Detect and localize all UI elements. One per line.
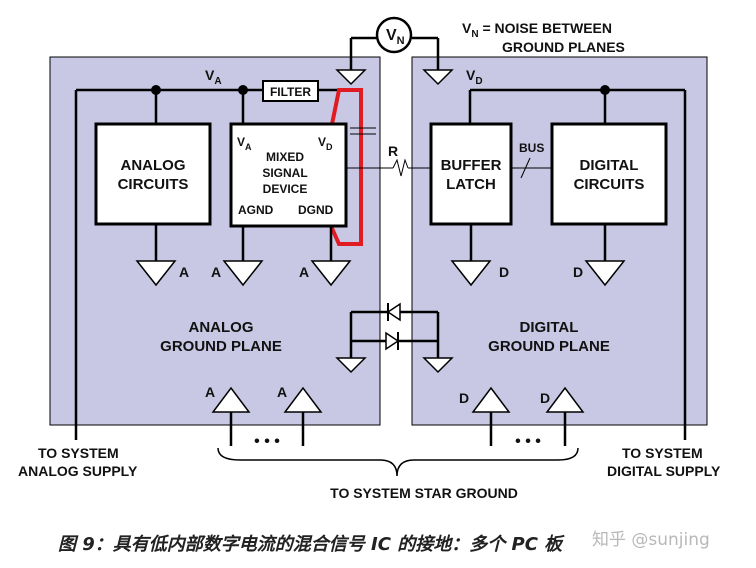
digital-circuits-label: CIRCUITS [574,176,645,193]
signal-lines [346,127,552,179]
figure-caption: 图 9：具有低内部数字电流的混合信号 IC 的接地：多个 PC 板 [58,534,565,555]
ground-label-a: A [277,384,287,400]
ground-label-a: A [299,264,309,280]
analog-plane-label: GROUND PLANE [160,338,282,355]
diode [386,302,401,322]
mixed-signal-device-box [229,122,348,228]
ground-label-d: D [499,264,509,280]
junction-dot [600,85,610,95]
device-line: SIGNAL [262,166,307,180]
ellipsis: • • • [515,433,541,450]
star-ground-label: TO SYSTEM STAR GROUND [330,485,518,501]
noise-note-line2: GROUND PLANES [502,39,625,55]
ground-symbol [335,69,367,86]
digital-supply-label: TO SYSTEM [622,445,703,461]
ground-symbol [584,260,626,287]
buffer-latch-box [429,122,513,226]
ground-symbol [222,260,264,287]
device-agnd-pin: AGND [238,203,274,217]
noise-voltmeter [349,16,440,70]
ground-symbol [422,69,454,86]
filter-label: FILTER [270,85,311,99]
ellipsis: • • • [254,433,280,450]
junction-dot [151,85,161,95]
buffer-latch-label: BUFFER [441,157,502,174]
device-line: DEVICE [263,182,308,196]
ground-label-a: A [179,264,189,280]
ground-label-d: D [459,390,469,406]
ground-label-d: D [540,390,550,406]
buffer-latch-label: LATCH [446,176,496,193]
diode [385,331,400,351]
analog-circuits-box [94,122,212,226]
ground-label-a: A [205,384,215,400]
digital-ground-plane [411,56,708,426]
ground-symbol [135,260,177,287]
analog-plane-label: ANALOG [189,319,254,336]
star-ground-leads [229,412,567,446]
digital-circuits-box [550,122,668,226]
ground-leads [154,224,607,261]
analog-supply-label: TO SYSTEM [38,445,119,461]
device-line: MIXED [266,150,304,164]
digital-supply-label: DIGITAL SUPPLY [607,463,721,479]
watermark: 知乎 @sunjing [592,530,710,550]
digital-circuits-label: DIGITAL [580,157,639,174]
digital-plane-label: DIGITAL [520,319,579,336]
digital-plane-label: GROUND PLANE [488,338,610,355]
ground-label-d: D [573,264,583,280]
analog-ground-plane [49,56,381,426]
red-vd-dgnd-connection [329,88,363,246]
ground-symbol [450,260,492,287]
analog-supply-label: ANALOG SUPPLY [18,463,138,479]
ground-label-a: A [211,264,221,280]
junction-dot [238,85,248,95]
star-ground-brace [217,447,579,477]
analog-supply-rail [74,88,339,440]
ground-symbol [422,357,454,374]
filter-box [262,80,319,102]
digital-supply-rail [468,88,687,440]
analog-circuits-label: ANALOG [121,157,186,174]
resistor-label: R [388,143,398,159]
ground-symbol [335,357,367,374]
device-dgnd-pin: DGND [298,203,334,217]
ground-symbol [310,260,352,287]
bus-label: BUS [519,141,544,155]
analog-circuits-label: CIRCUITS [118,176,189,193]
noise-note-line1: VN = NOISE BETWEEN [462,20,612,40]
